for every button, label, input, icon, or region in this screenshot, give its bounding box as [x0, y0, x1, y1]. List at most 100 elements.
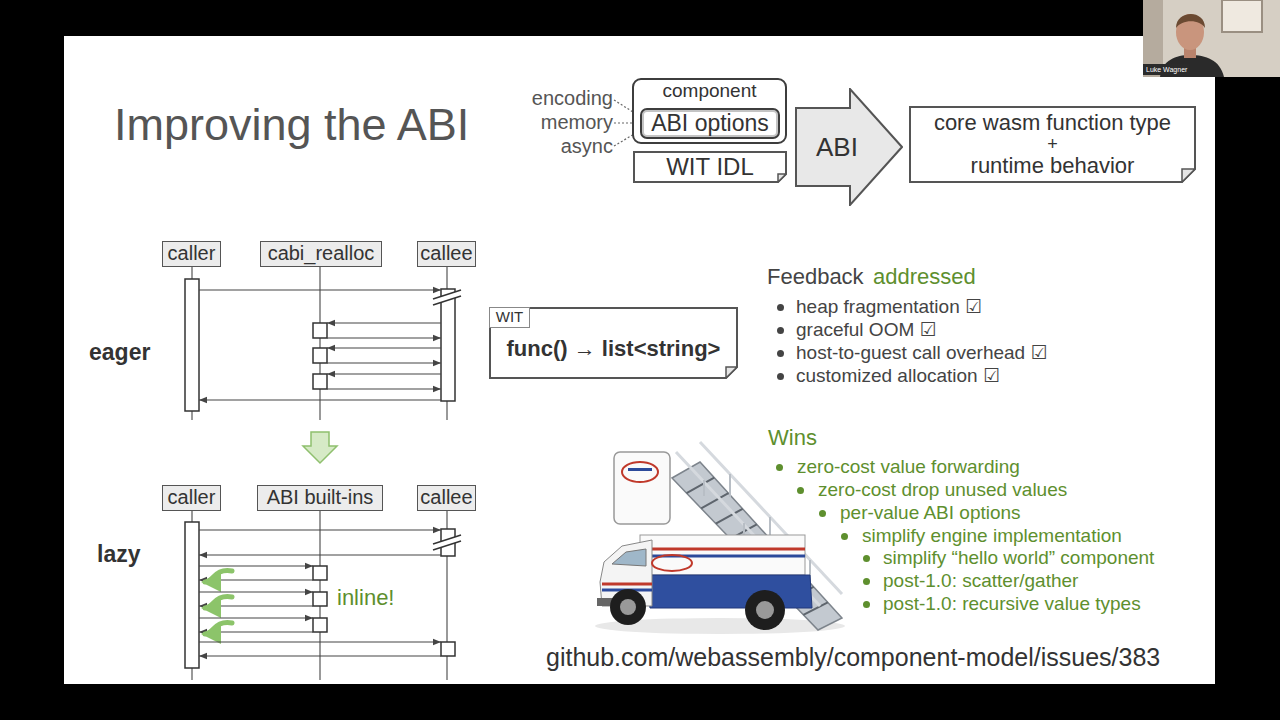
node-content: WIT IDL	[633, 151, 787, 183]
message-arrow	[199, 399, 441, 400]
name-tag-background	[1143, 64, 1189, 75]
feedback-item: host-to-guest call overhead ☑	[796, 342, 1048, 365]
bullet-dot	[863, 578, 870, 585]
truck-stripe	[602, 583, 652, 586]
node-content: core wasm function type+runtime behavior	[909, 106, 1196, 183]
document-fold	[726, 367, 737, 378]
bullet-dot	[777, 373, 784, 380]
document-shape	[490, 308, 737, 378]
activation-bar	[441, 642, 455, 656]
activation-bar	[313, 566, 327, 580]
node-content: cabi_realloc	[261, 242, 381, 266]
node-content: ABI built-ins	[258, 486, 382, 510]
bullet-dot	[863, 555, 870, 562]
message-arrow	[199, 529, 441, 530]
truck-hub	[756, 601, 774, 619]
break-mark	[433, 296, 461, 305]
core-wasm-document: core wasm function type+runtime behavior	[909, 106, 1196, 183]
wit-signature-document: func() → list<string>WIT	[489, 307, 738, 379]
node-text: WIT	[496, 309, 524, 325]
slide	[64, 36, 1215, 684]
option-label: encoding	[532, 86, 613, 110]
node-content: ABI options	[642, 110, 778, 137]
node-content: WIT	[490, 308, 529, 327]
message-arrow	[199, 565, 313, 566]
section-label: lazy	[97, 541, 140, 569]
bullet-dot	[841, 533, 848, 540]
webcam-face	[1176, 14, 1204, 50]
truck-logo	[622, 462, 658, 482]
node-content: caller	[163, 486, 220, 510]
message-arrow	[327, 362, 441, 363]
section-label: eager	[89, 339, 150, 367]
truck-body	[640, 535, 805, 575]
truck-logo	[628, 468, 652, 471]
break-gap	[433, 535, 461, 550]
node-content: callee	[418, 242, 475, 266]
wit-tag: WIT	[489, 307, 530, 328]
arrow-shape	[796, 89, 902, 205]
node-text: ABI options	[651, 111, 769, 136]
bullet-dot	[777, 327, 784, 334]
bullet-dot	[776, 464, 783, 471]
message-arrow	[199, 289, 441, 290]
node-text: +	[1047, 135, 1058, 154]
lifeline-header: caller	[162, 485, 221, 511]
message-arrow	[327, 373, 441, 374]
truck-window	[612, 549, 646, 566]
inline-return-arrow	[205, 597, 232, 608]
break-mark	[433, 541, 461, 550]
document-fold	[778, 174, 786, 182]
lifeline-header: callee	[417, 485, 476, 511]
win-item: post-1.0: scatter/gather	[883, 570, 1078, 593]
webcam-picture-frame	[1222, 0, 1262, 32]
document-fold	[1182, 169, 1195, 182]
message-arrow	[199, 554, 441, 555]
issue-url: github.com/webassembly/component-model/i…	[546, 642, 1160, 672]
lifeline-header: callee	[417, 241, 476, 267]
message-arrow	[327, 322, 441, 323]
lifeline-header: ABI built-ins	[257, 485, 383, 511]
activation-bar	[313, 618, 327, 632]
bullet-dot	[797, 487, 804, 494]
node-text: caller	[168, 243, 216, 265]
message-arrow	[199, 617, 313, 618]
node-text: callee	[420, 243, 472, 265]
webcam-wall	[1143, 0, 1280, 77]
win-item: zero-cost drop unused values	[818, 479, 1067, 502]
win-item: zero-cost value forwarding	[797, 456, 1020, 479]
truck-hub	[620, 599, 636, 615]
win-item: simplify “hello world” component	[883, 547, 1154, 570]
node-text: component	[662, 81, 756, 102]
bullet-dot	[777, 350, 784, 357]
node-content: callee	[418, 486, 475, 510]
message-arrow	[327, 337, 441, 338]
heading: Wins	[768, 425, 817, 451]
feedback-item: graceful OOM ☑	[796, 319, 937, 342]
wit-idl-document: WIT IDL	[633, 151, 787, 183]
webcam-hair	[1176, 14, 1205, 28]
annotation: inline!	[337, 585, 394, 611]
message-arrow	[199, 591, 313, 592]
win-item: per-value ABI options	[840, 502, 1021, 525]
node-text: caller	[168, 487, 216, 509]
truck-lower-panel	[645, 575, 812, 608]
message-arrow	[199, 605, 313, 606]
feedback-item: heap fragmentation ☑	[796, 296, 982, 319]
node-text: ABI built-ins	[267, 487, 374, 509]
activation-bar	[185, 522, 199, 668]
feedback-item: customized allocation ☑	[796, 365, 1000, 388]
bullet-dot	[863, 601, 870, 608]
activation-bar	[185, 279, 199, 411]
slide-title: Improving the ABI	[114, 98, 469, 152]
message-arrow	[327, 347, 441, 348]
heading: Feedback	[767, 264, 864, 290]
truck-wheel	[610, 589, 646, 625]
document-shape	[634, 152, 786, 182]
node-content: ABI	[795, 88, 903, 206]
lifeline-header: cabi_realloc	[260, 241, 382, 267]
document-shape	[910, 107, 1195, 182]
inline-return-arrow	[205, 571, 232, 582]
